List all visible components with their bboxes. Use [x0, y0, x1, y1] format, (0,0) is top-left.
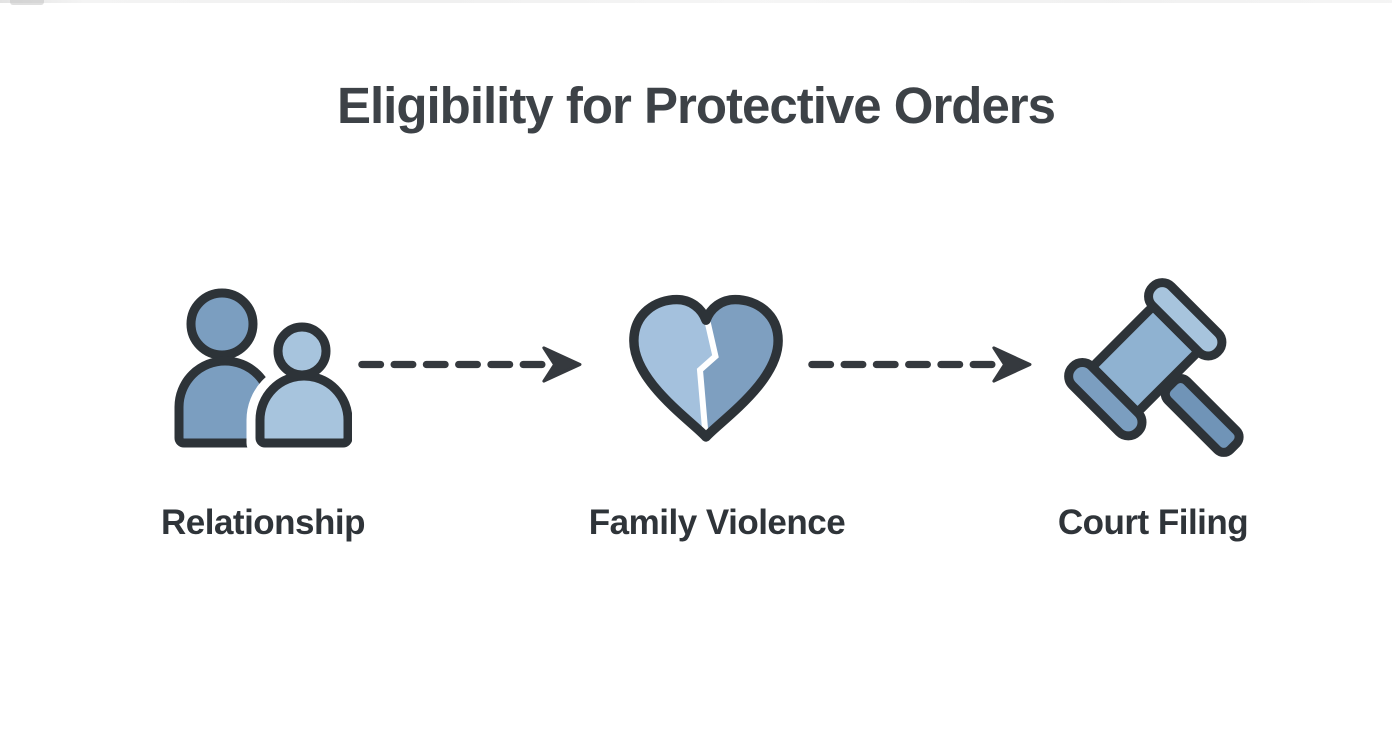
page-title: Eligibility for Protective Orders — [336, 77, 1056, 134]
step-label-relationship: Relationship — [160, 503, 366, 542]
step-label-court-filing: Court Filing — [1057, 503, 1249, 542]
broken-heart-icon — [620, 291, 792, 449]
step-label-family-violence: Family Violence — [588, 503, 846, 542]
gavel-icon — [1058, 272, 1258, 472]
people-icon — [172, 288, 352, 448]
dashed-arrow-1 — [358, 343, 583, 387]
corner-smudge — [10, 0, 44, 5]
dashed-arrow-2 — [808, 343, 1033, 387]
page-top-edge-artifact — [0, 0, 1392, 3]
